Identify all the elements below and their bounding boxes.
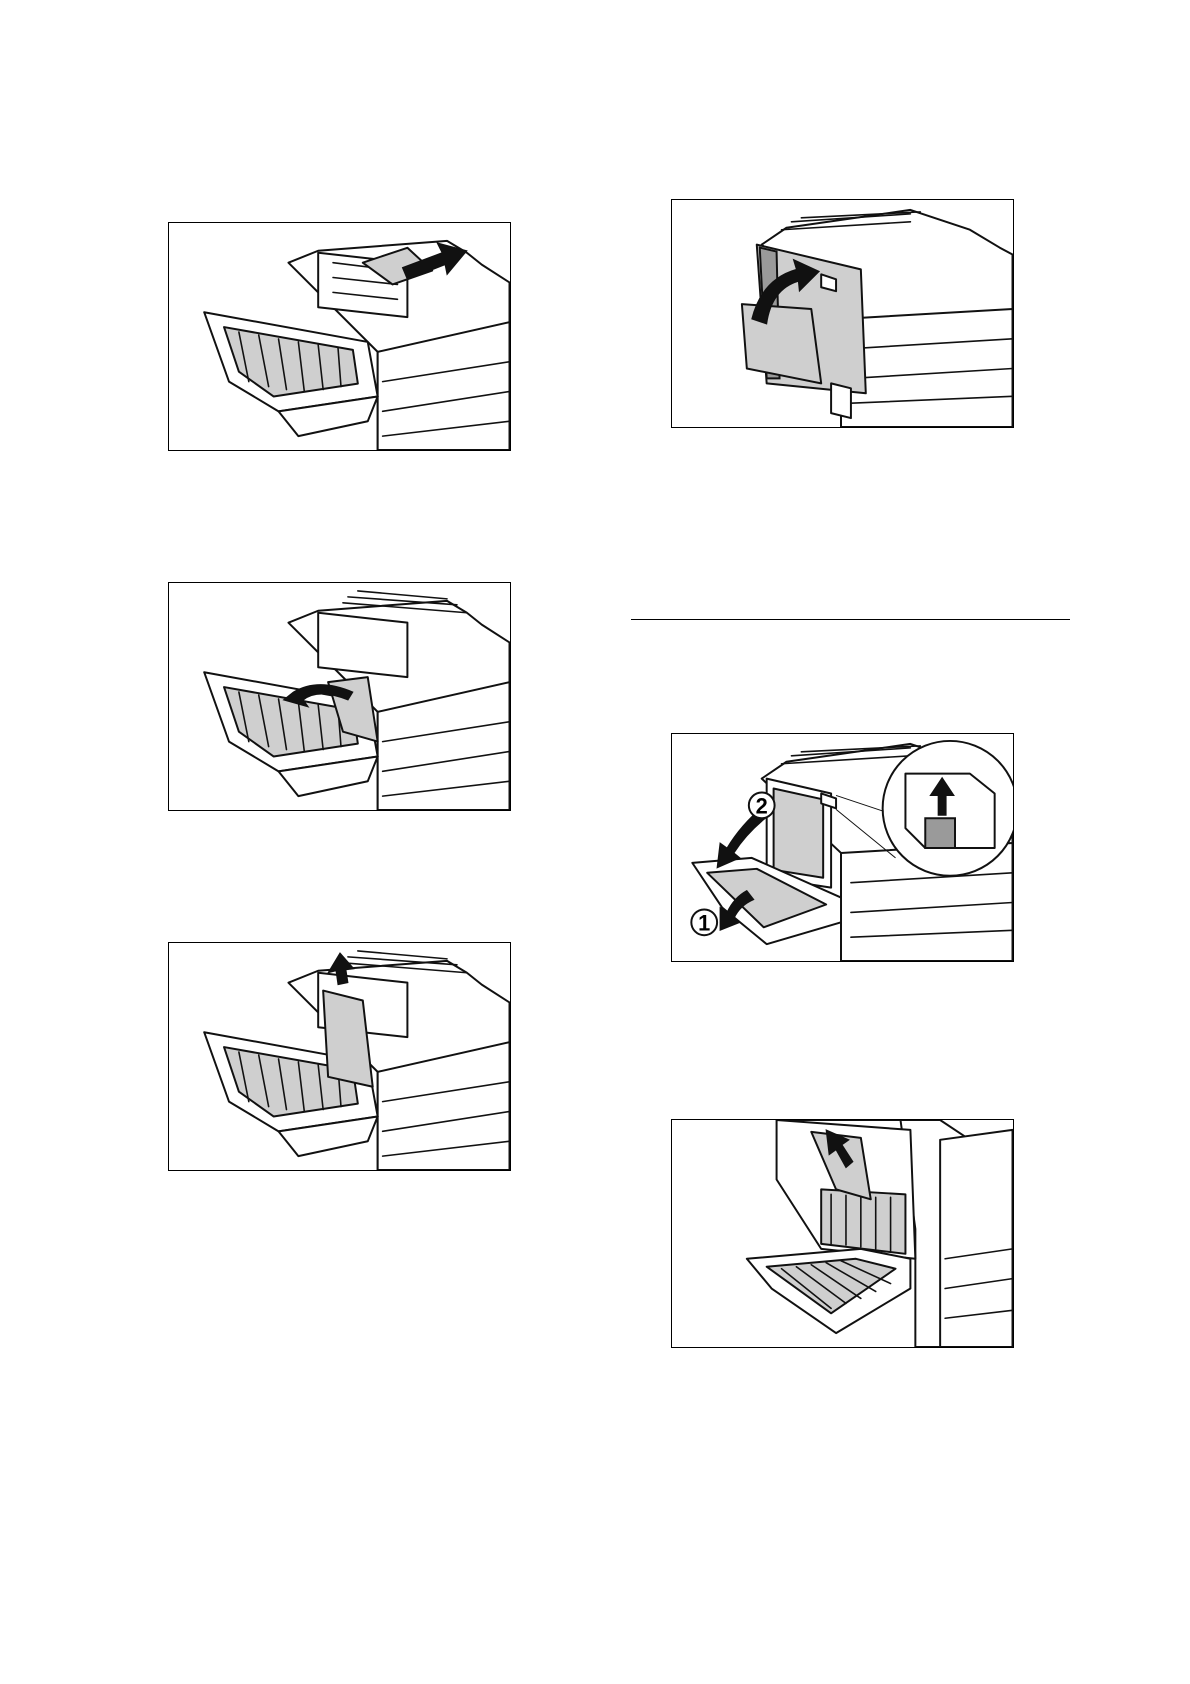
- figure-pull-paper-up: [168, 942, 511, 1171]
- marker-2-label: 2: [756, 793, 768, 818]
- marker-1: 1: [691, 909, 717, 935]
- section-divider: [631, 619, 1070, 620]
- marker-1-label: 1: [698, 910, 710, 935]
- figure-remove-paper-left-cover: [671, 1119, 1014, 1348]
- figure-pull-paper-out-top: [168, 222, 511, 451]
- marker-2: 2: [749, 792, 775, 818]
- figure-open-bypass-tray-and-cover: 2 1: [671, 733, 1014, 962]
- figure-remove-paper-fuser: [168, 582, 511, 811]
- figure-close-left-cover: [671, 199, 1014, 428]
